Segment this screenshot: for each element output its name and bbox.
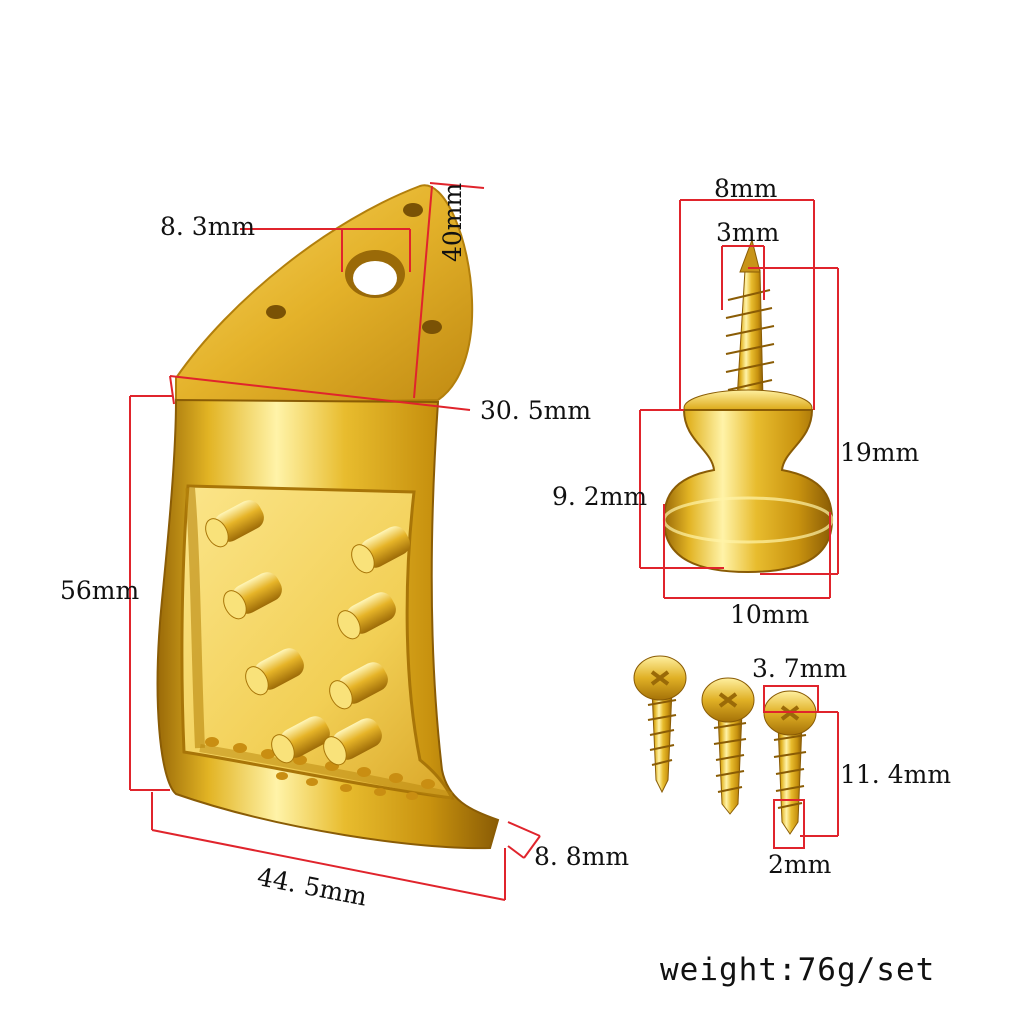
label-pin-inner-diameter: 3mm [716,218,780,247]
label-pin-head-length: 9. 2mm [552,482,648,511]
label-top-width: 30. 5mm [480,396,592,425]
plate-hole-small [422,320,442,334]
label-pin-total-length: 19mm [840,438,920,467]
label-depth: 8. 8mm [534,842,630,871]
string-holes [205,737,435,800]
label-top-height: 40mm [438,182,467,262]
label-pin-outer-diameter: 8mm [714,174,778,203]
tailpiece-top-plate [175,184,474,406]
weight-text: weight:76g/set [660,952,936,988]
label-screw-shank-diameter: 2mm [768,850,832,879]
small-screw [633,655,687,794]
hitch-pins [205,500,410,766]
plate-hole-small [403,203,423,217]
label-screw-length: 11. 4mm [840,760,952,789]
end-pin-body [662,409,834,574]
label-screw-head-diameter: 3. 7mm [752,654,848,683]
plate-hole-small [266,305,286,319]
label-hole-diameter: 8. 3mm [160,212,256,241]
tailpiece [156,184,500,850]
end-pin-screw [736,269,764,401]
label-body-height: 56mm [60,576,140,605]
label-pin-base-diameter: 10mm [730,600,810,629]
small-screw [701,677,755,815]
end-pin [662,238,834,574]
dimension-lines [129,182,839,901]
